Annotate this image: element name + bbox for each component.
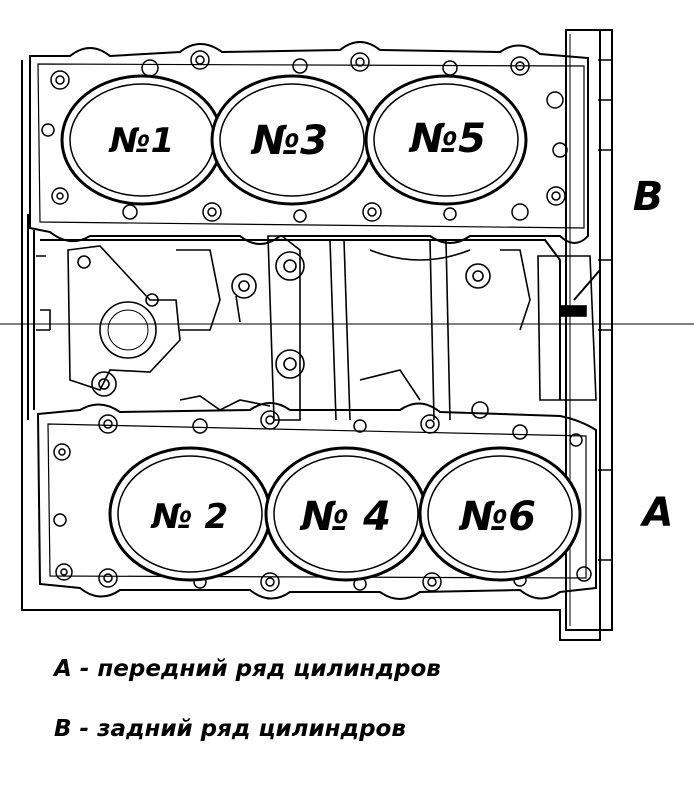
cylinder-label-5: №5 (408, 116, 486, 162)
bank-label-front: A (640, 490, 674, 536)
cylinder-label-3: №3 (250, 118, 328, 164)
cylinder-label-4: № 4 (299, 494, 391, 540)
valley-details (36, 235, 601, 421)
cylinder-bore-2 (108, 446, 272, 582)
cylinder-label-2: № 2 (150, 497, 228, 537)
block-outline (21, 30, 601, 641)
rear-bank-gasket (29, 41, 589, 245)
cylinder-label-6: №6 (458, 494, 536, 540)
legend-front-bank: A - передний ряд цилиндров (54, 656, 441, 682)
front-bank-gasket (36, 402, 597, 600)
cylinder-bore-5 (364, 74, 528, 206)
cylinder-bore-6 (418, 446, 582, 582)
bank-label-rear: B (633, 174, 664, 220)
legend-rear-bank: B - задний ряд цилиндров (54, 716, 406, 742)
cylinder-label-1: №1 (108, 121, 175, 161)
cylinder-bore-4 (264, 446, 428, 582)
cylinder-bore-3 (210, 74, 374, 206)
